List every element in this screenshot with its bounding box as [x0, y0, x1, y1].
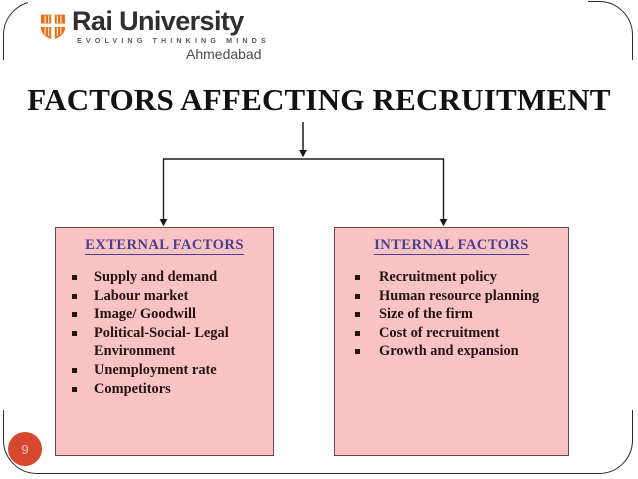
- list-item: Image/ Goodwill: [70, 305, 267, 324]
- frame-mask-left: [0, 60, 5, 410]
- list-item: Political-Social- Legal Environment: [70, 324, 267, 361]
- page-number-badge: 9: [8, 432, 42, 466]
- external-factors-box: EXTERNAL FACTORS Supply and demand Labou…: [55, 227, 274, 456]
- shield-icon: [41, 13, 65, 40]
- logo-city: Ahmedabad: [186, 46, 262, 62]
- internal-factors-list: Recruitment policy Human resource planni…: [335, 268, 568, 361]
- list-item: Growth and expansion: [353, 342, 562, 361]
- list-item: Human resource planning: [353, 287, 562, 306]
- external-factors-heading: EXTERNAL FACTORS: [56, 237, 273, 255]
- logo-tagline: EVOLVING THINKING MINDS: [77, 36, 270, 45]
- internal-factors-box: INTERNAL FACTORS Recruitment policy Huma…: [334, 227, 569, 456]
- list-item: Cost of recruitment: [353, 324, 562, 343]
- internal-factors-heading: INTERNAL FACTORS: [335, 237, 568, 255]
- list-item: Supply and demand: [70, 268, 267, 287]
- frame-mask-top: [28, 0, 588, 4]
- external-factors-list: Supply and demand Labour market Image/ G…: [56, 268, 273, 398]
- list-item: Competitors: [70, 380, 267, 399]
- list-item: Recruitment policy: [353, 268, 562, 287]
- logo-university-name: Rai University: [72, 6, 244, 36]
- internal-factors-heading-text: INTERNAL FACTORS: [374, 237, 529, 255]
- university-logo: Rai University EVOLVING THINKING MINDS A…: [40, 6, 300, 65]
- list-item: Labour market: [70, 287, 267, 306]
- page-title: FACTORS AFFECTING RECRUITMENT: [27, 82, 611, 117]
- list-item: Unemployment rate: [70, 361, 267, 380]
- frame-mask-right: [632, 60, 638, 410]
- list-item: Size of the firm: [353, 305, 562, 324]
- external-factors-heading-text: EXTERNAL FACTORS: [85, 237, 244, 255]
